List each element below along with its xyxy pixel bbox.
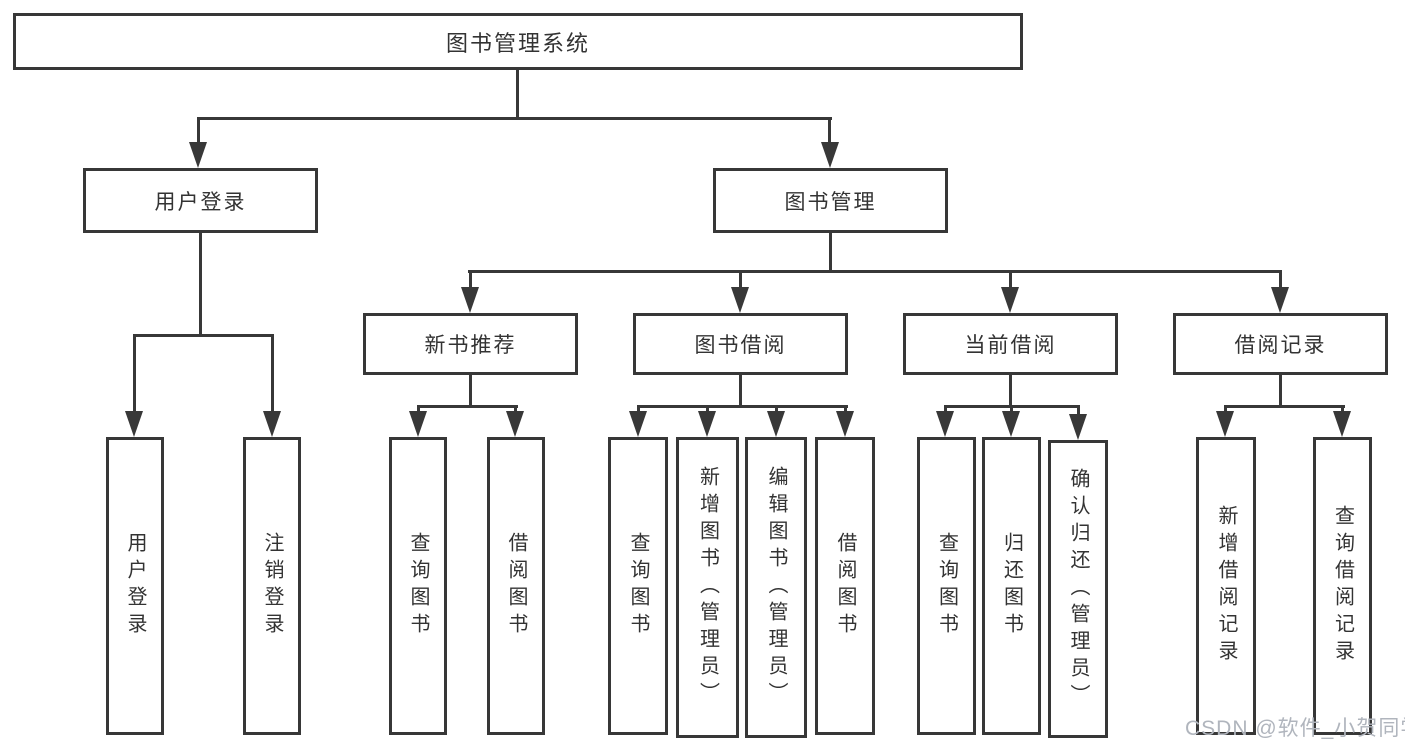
- leaf-logout-label: 注销登录: [261, 532, 283, 640]
- leaf-query-borrow-record-label: 查询借阅记录: [1331, 505, 1354, 667]
- leaf-confirm-return-admin: 确认归还（管理员）: [1048, 440, 1108, 738]
- leaf-edit-book-admin-label: 编辑图书（管理员）: [765, 466, 787, 709]
- connector-module-shaft: [1009, 270, 1012, 290]
- arrow-down-icon: [125, 411, 143, 437]
- connector-current-stub: [1009, 375, 1012, 408]
- arrow-down-icon: [836, 411, 854, 437]
- node-new-book-recommend: 新书推荐: [363, 313, 578, 375]
- connector-leaf-shaft: [1341, 405, 1344, 415]
- leaf-user-login-label: 用户登录: [124, 532, 146, 640]
- connector-leaf-shaft: [133, 334, 136, 415]
- leaf-recommend-query-books-label: 查询图书: [407, 532, 429, 640]
- leaf-borrow-query-books: 查询图书: [608, 437, 668, 735]
- connector-leaf-shaft: [1010, 405, 1013, 415]
- arrow-down-icon: [1002, 411, 1020, 437]
- leaf-add-borrow-record-label: 新增借阅记录: [1215, 505, 1237, 667]
- connector-leaf-shaft: [271, 334, 274, 415]
- connector-leaf-shaft: [514, 405, 517, 415]
- arrow-down-icon: [461, 287, 479, 313]
- connector-leaf-shaft: [1224, 405, 1227, 415]
- connector-leaf-shaft: [944, 405, 947, 415]
- connector-book-mgmt-shaft: [828, 117, 831, 146]
- connector-leaf-shaft: [637, 405, 640, 415]
- connector-leaf-shaft: [417, 405, 420, 415]
- connector-root-stub: [516, 70, 519, 119]
- connector-book-mgmt-stub: [829, 233, 832, 273]
- connector-leaf-shaft: [1077, 405, 1080, 417]
- leaf-recommend-query-books: 查询图书: [389, 437, 447, 735]
- arrow-down-icon: [629, 411, 647, 437]
- arrow-down-icon: [1069, 414, 1087, 440]
- connector-module-shaft: [469, 270, 472, 290]
- leaf-borrow-books: 借阅图书: [815, 437, 875, 735]
- arrow-down-icon: [731, 287, 749, 313]
- csdn-watermark: CSDN @软件_小贺同学: [1185, 717, 1405, 740]
- arrow-down-icon: [1001, 287, 1019, 313]
- connector-recommend-stub: [469, 375, 472, 408]
- leaf-borrow-books-label: 借阅图书: [834, 532, 856, 640]
- connector-records-stub: [1279, 375, 1282, 408]
- arrow-down-icon: [936, 411, 954, 437]
- leaf-current-query-books: 查询图书: [917, 437, 976, 735]
- leaf-logout: 注销登录: [243, 437, 301, 735]
- arrow-down-icon: [1333, 411, 1351, 437]
- node-book-borrow: 图书借阅: [633, 313, 848, 375]
- arrow-down-icon: [767, 411, 785, 437]
- leaf-recommend-borrow-books-label: 借阅图书: [505, 532, 527, 640]
- connector-user-login-stub: [199, 233, 202, 337]
- leaf-recommend-borrow-books: 借阅图书: [487, 437, 545, 735]
- connector-level1-rail: [197, 117, 832, 120]
- node-user-login: 用户登录: [83, 168, 318, 233]
- leaf-confirm-return-admin-label: 确认归还（管理员）: [1067, 467, 1089, 711]
- arrow-down-icon: [409, 411, 427, 437]
- leaf-add-book-admin-label: 新增图书（管理员）: [696, 466, 719, 709]
- arrow-down-icon: [263, 411, 281, 437]
- arrow-down-icon: [1216, 411, 1234, 437]
- connector-records-rail: [1224, 405, 1345, 408]
- connector-recommend-rail: [417, 405, 518, 408]
- node-current-borrow: 当前借阅: [903, 313, 1118, 375]
- arrow-down-icon: [506, 411, 524, 437]
- arrow-down-icon: [698, 411, 716, 437]
- leaf-current-query-books-label: 查询图书: [935, 532, 958, 640]
- node-borrow-records: 借阅记录: [1173, 313, 1388, 375]
- connector-modules-rail: [468, 270, 1282, 273]
- connector-module-shaft: [739, 270, 742, 290]
- leaf-add-borrow-record: 新增借阅记录: [1196, 437, 1256, 735]
- leaf-return-book: 归还图书: [982, 437, 1041, 735]
- arrow-down-icon: [189, 142, 207, 168]
- leaf-add-book-admin: 新增图书（管理员）: [676, 437, 739, 738]
- connector-leaf-shaft: [706, 405, 709, 415]
- connector-user-login-shaft: [197, 117, 200, 146]
- connector-leaf-shaft: [844, 405, 847, 415]
- connector-module-shaft: [1279, 270, 1282, 290]
- leaf-edit-book-admin: 编辑图书（管理员）: [745, 437, 807, 738]
- node-book-management: 图书管理: [713, 168, 948, 233]
- arrow-down-icon: [821, 142, 839, 168]
- leaf-query-borrow-record: 查询借阅记录: [1313, 437, 1372, 735]
- arrow-down-icon: [1271, 287, 1289, 313]
- leaf-user-login: 用户登录: [106, 437, 164, 735]
- connector-leaf-shaft: [775, 405, 778, 415]
- connector-login-rail: [133, 334, 274, 337]
- leaf-return-book-label: 归还图书: [1000, 532, 1023, 640]
- connector-borrow-stub: [739, 375, 742, 408]
- node-root: 图书管理系统: [13, 13, 1023, 70]
- connector-borrow-rail: [637, 405, 848, 408]
- leaf-borrow-query-books-label: 查询图书: [627, 532, 649, 640]
